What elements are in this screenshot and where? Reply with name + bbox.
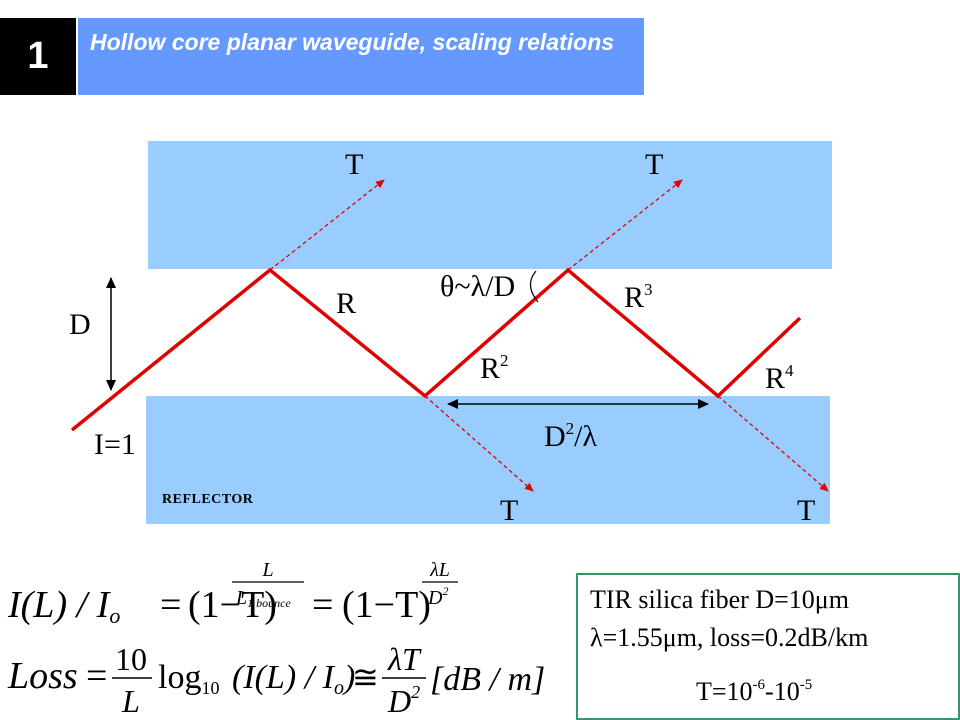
top-reflector-slab: [148, 141, 832, 269]
svg-text:Loss: Loss: [7, 655, 78, 697]
svg-text:I(L) / Io: I(L) / Io: [7, 584, 120, 628]
svg-text:L1 bounce: L1 bounce: [235, 587, 291, 610]
svg-text:(1−T): (1−T): [342, 584, 431, 626]
transmitted-ray-top-right: [567, 179, 683, 271]
svg-text:λT: λT: [387, 641, 422, 677]
guided-ray: [70, 267, 802, 432]
gap-label: D: [69, 308, 91, 341]
formula-block: I(L) / Io = (1−T) L L1 bounce = (1−T) λL…: [7, 559, 545, 719]
svg-text:=: =: [86, 655, 107, 697]
angle-arc: [529, 270, 539, 303]
bottom-reflector-slab: [146, 396, 830, 524]
transmission-range-line: T=10-6-10-5: [696, 677, 813, 706]
angle-label: θ~λ/D: [440, 270, 516, 303]
reflection-label-r4: R4: [765, 361, 794, 395]
fiber-line: TIR silica fiber D=10μm: [590, 585, 849, 614]
transmitted-ray-bottom-right: [717, 395, 829, 492]
reflection-label-r2: R2: [480, 351, 509, 385]
transmission-label-bottom-right: T: [797, 494, 816, 527]
svg-text:λL: λL: [429, 559, 450, 581]
svg-text:L: L: [261, 559, 273, 581]
transmission-label-top-right: T: [645, 148, 664, 181]
reflector-label: REFLECTOR: [162, 492, 254, 507]
reflection-label-r3: R3: [624, 280, 653, 314]
svg-text:[dB / m]: [dB / m]: [430, 661, 545, 698]
svg-text:=: =: [312, 584, 333, 626]
transmitted-ray-top-left: [269, 179, 385, 271]
svg-text:log10: log10: [158, 659, 219, 698]
transmission-label-top-left: T: [345, 148, 364, 181]
svg-text:(I(L) / Io): (I(L) / Io): [232, 659, 355, 699]
reflection-label-r1: R: [336, 287, 357, 320]
fiber-parameters-box: TIR silica fiber D=10μm λ=1.55μm, loss=0…: [576, 573, 960, 720]
loss-formula: Loss = 10 L log10 (I(L) / Io) ≅ λT D2 [d…: [7, 641, 545, 719]
svg-text:L: L: [121, 683, 140, 719]
svg-text:D2: D2: [387, 682, 420, 719]
svg-text:(1−T): (1−T): [188, 584, 277, 626]
slide-title: Hollow core planar waveguide, scaling re…: [78, 18, 644, 95]
intensity-formula: I(L) / Io = (1−T) L L1 bounce = (1−T) λL…: [7, 559, 458, 628]
svg-text:10: 10: [115, 641, 147, 677]
bounce-spacing-label: D2/λ: [544, 419, 598, 453]
transmission-label-bottom-left: T: [500, 494, 519, 527]
transmitted-ray-bottom-left: [424, 395, 534, 492]
svg-text:D2: D2: [427, 584, 448, 609]
wavelength-loss-line: λ=1.55μm, loss=0.2dB/km: [590, 623, 869, 652]
svg-text:≅: ≅: [352, 659, 379, 695]
svg-text:=: =: [160, 584, 181, 626]
initial-intensity-label: I=1: [94, 428, 136, 461]
slide-number: 1: [0, 18, 76, 95]
